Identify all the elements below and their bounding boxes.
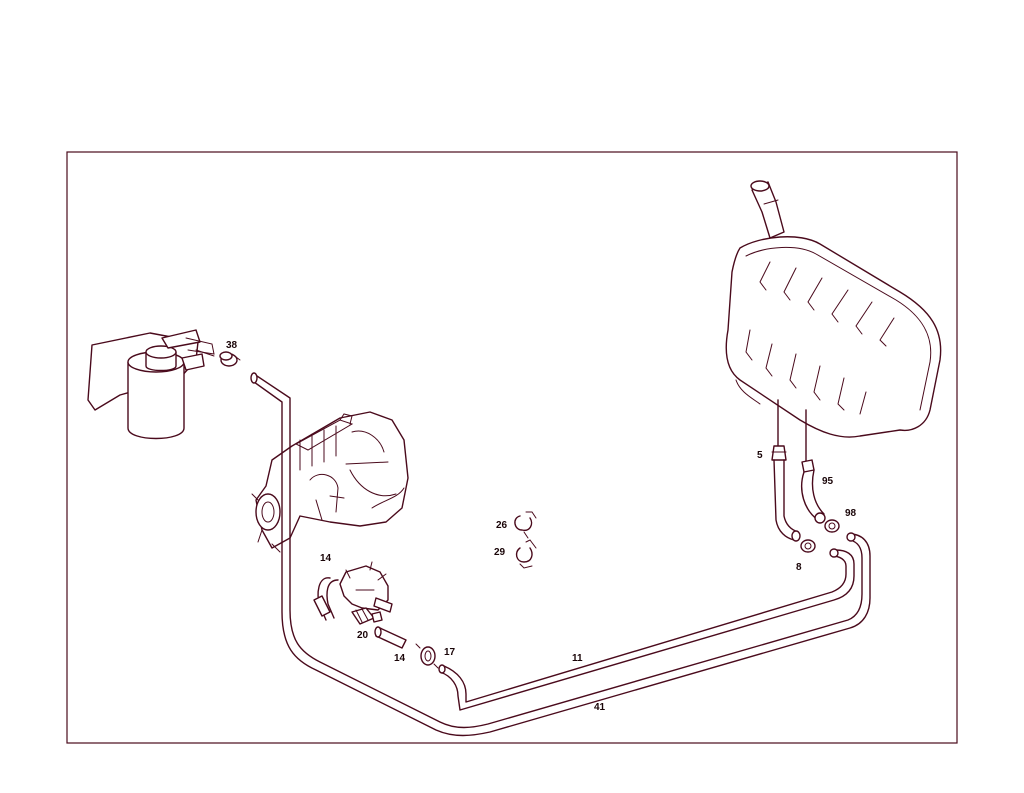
- callout-26: 26: [496, 520, 508, 531]
- callout-41: 41: [594, 702, 606, 713]
- callout-20: 20: [357, 630, 369, 641]
- callout-8: 8: [796, 562, 802, 573]
- tank-fitting-5: [771, 445, 787, 461]
- callout-5: 5: [757, 450, 763, 461]
- callout-95: 95: [822, 476, 834, 487]
- fuel-pump-fitting: [313, 561, 393, 621]
- fuel-line-11: [438, 548, 855, 711]
- return-hose-95: [800, 459, 826, 524]
- callout-38: 38: [226, 340, 238, 351]
- callout-14-lower: 14: [394, 653, 406, 664]
- hose-clamp-38: [219, 351, 241, 367]
- banjo-fitting-20: [351, 607, 383, 625]
- hose-clamp-8: [800, 539, 816, 553]
- injection-pump: [251, 411, 409, 553]
- hose-clamp-29: [515, 539, 537, 569]
- hose-clamp-17: [415, 643, 439, 669]
- callout-14-upper: 14: [320, 553, 332, 564]
- fuel-line-41: [250, 372, 871, 737]
- hose-clamp-26: [514, 511, 537, 539]
- callout-98: 98: [845, 508, 857, 519]
- hose-clamp-98: [824, 519, 840, 533]
- diagram-frame: [66, 151, 958, 744]
- short-hose-14: [374, 626, 407, 649]
- supply-hose: [773, 459, 801, 542]
- fuel-tank: [725, 180, 942, 463]
- callout-17: 17: [444, 647, 456, 658]
- callout-11: 11: [572, 653, 583, 664]
- fuel-filter: [87, 329, 215, 440]
- callout-29: 29: [494, 547, 506, 558]
